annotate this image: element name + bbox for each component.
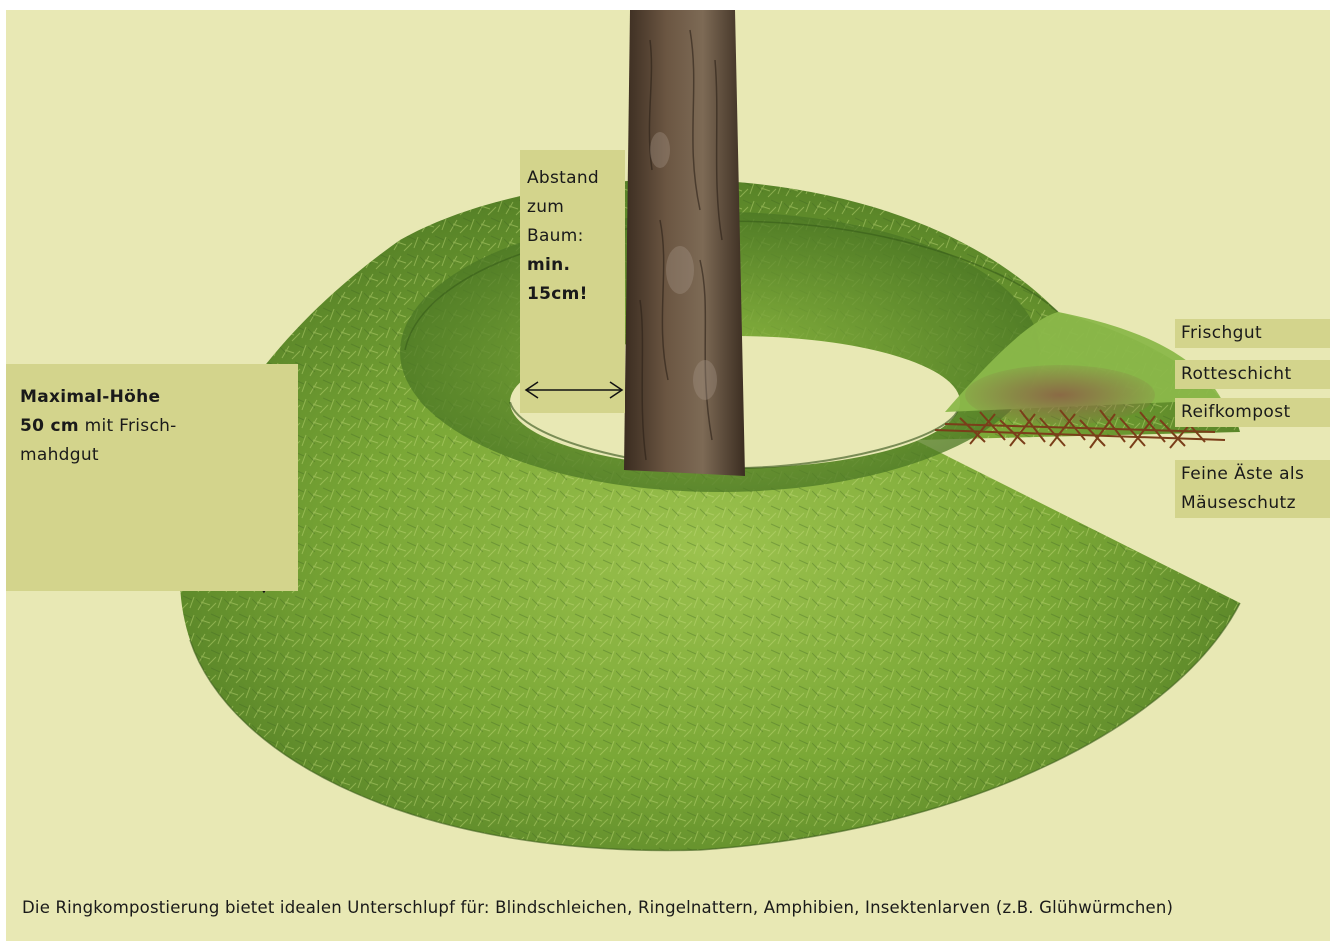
height-rest-line2: mahdgut (20, 441, 284, 470)
height-label: Maximal-Höhe 50 cm mit Frisch- mahdgut (6, 364, 298, 591)
height-title: Maximal-Höhe (20, 387, 160, 407)
branches-line1: Feine Äste als (1181, 460, 1324, 489)
distance-line2: zum (527, 193, 618, 222)
distance-label: Abstand zum Baum: min. 15cm! (520, 150, 625, 413)
height-rest-line1: mit Frisch- (79, 416, 177, 436)
layer-label-frischgut: Frischgut (1175, 319, 1330, 348)
height-value: 50 cm (20, 416, 79, 436)
distance-arrow (520, 378, 628, 402)
caption: Die Ringkompostierung bietet idealen Unt… (22, 898, 1173, 917)
layer-label-reifkompost: Reifkompost (1175, 398, 1330, 427)
distance-line1: Abstand (527, 164, 618, 193)
layer-label-rotteschicht: Rotteschicht (1175, 360, 1330, 389)
distance-line3: Baum: (527, 222, 618, 251)
distance-line4: min. (527, 255, 570, 275)
distance-line5: 15cm! (527, 284, 588, 304)
branches-line2: Mäuseschutz (1181, 489, 1324, 518)
layer-label-branches: Feine Äste als Mäuseschutz (1175, 460, 1330, 518)
